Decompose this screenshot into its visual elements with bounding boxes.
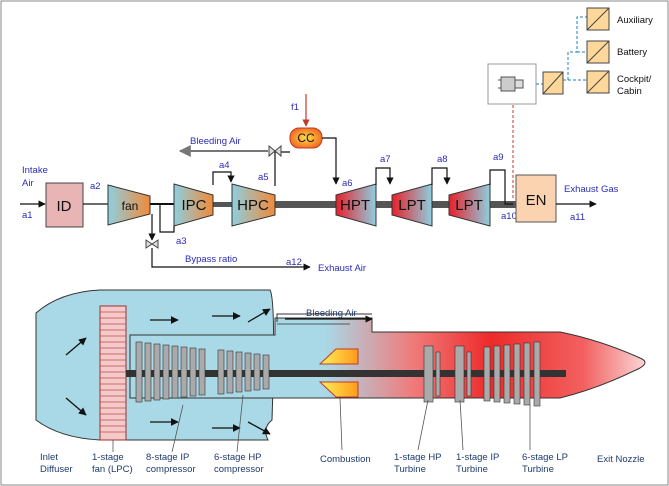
- bus-auxiliary: [563, 16, 587, 81]
- ipc-hpc-flow: [212, 171, 235, 185]
- bleed-valve-icon: [268, 144, 282, 158]
- inlet-flow-arrows: [65, 308, 271, 435]
- hpc-label-1: 6-stage HP: [214, 452, 262, 463]
- component-cc-label: CC: [297, 131, 315, 145]
- battery-label: Battery: [617, 47, 647, 58]
- station-a11: a11: [570, 212, 585, 223]
- bleed-duct: [276, 313, 372, 322]
- station-a10: a10: [501, 211, 517, 222]
- fan-shape: [107, 184, 151, 226]
- battery-converter-icon: [586, 40, 610, 64]
- bypass-ratio-label: Bypass ratio: [185, 254, 237, 265]
- lpt-en-flow: [489, 169, 513, 205]
- fan-disc-shape: [99, 305, 127, 441]
- cockpit-label-1: Cockpit/: [617, 74, 652, 85]
- component-hpc-label: HPC: [237, 197, 269, 214]
- hpc-shape: [231, 183, 276, 227]
- station-a8: a8: [437, 154, 448, 165]
- lpt1-shape: [391, 183, 433, 227]
- main-shaft: [126, 370, 566, 377]
- station-a12: a12: [286, 257, 302, 268]
- fan-label-1: 1-stage: [92, 452, 124, 463]
- lp-turbine-stages: [483, 341, 541, 407]
- bypass-valve-icon: [145, 239, 159, 249]
- auxiliary-converter-icon: [586, 7, 610, 31]
- hpt-label-2: Turbine: [394, 464, 426, 475]
- station-a2: a2: [90, 181, 101, 192]
- bottom-cutaway: Bleeding Air: [35, 289, 646, 475]
- ipt-label-2: Turbine: [456, 464, 488, 475]
- ipc-shape: [173, 183, 214, 227]
- hp-turbine-stage: [423, 345, 441, 403]
- component-lpt2-label: LPT: [455, 197, 483, 214]
- leader-lines: [112, 394, 531, 453]
- bleeding-air-label-bottom: Bleeding Air: [306, 308, 357, 319]
- inlet-label-1: Inlet: [40, 452, 58, 463]
- nozzle-label: Exit Nozzle: [597, 454, 645, 465]
- fan-label-2: fan (LPC): [92, 464, 133, 475]
- hpt-lpt-flow: [375, 167, 394, 185]
- auxiliary-label: Auxiliary: [617, 15, 653, 26]
- station-a9: a9: [493, 152, 504, 163]
- station-a1: a1: [22, 210, 33, 221]
- top-schematic: Intake Air a1 ID a2 fan IPC HPC a4 a3 By…: [20, 7, 653, 274]
- combustion-label: Combustion: [320, 454, 371, 465]
- bypass-exhaust-arrow: [151, 248, 311, 271]
- lpt2-shape: [448, 183, 491, 227]
- hpt-shape: [335, 183, 377, 227]
- cc-hpt-flow: [322, 137, 340, 185]
- ip-turbine-stage: [454, 345, 472, 403]
- hp-compressor-stages: [217, 349, 270, 395]
- combustor-flame-lower: [318, 381, 359, 398]
- component-ipc-label: IPC: [181, 197, 206, 214]
- combustor-flame-upper: [318, 348, 359, 365]
- component-fan-label: fan: [122, 199, 139, 213]
- station-f1: f1: [291, 102, 299, 113]
- station-a4: a4: [219, 160, 230, 171]
- component-id-label: ID: [57, 198, 72, 215]
- generator-icon: [498, 76, 524, 92]
- converter-icon: [542, 71, 564, 95]
- intake-label-1: Intake: [22, 165, 48, 176]
- lpt-label-2: Turbine: [522, 464, 554, 475]
- component-en-label: EN: [526, 192, 547, 209]
- hpc-label-2: compressor: [214, 464, 264, 475]
- lpt-lpt-flow: [431, 167, 451, 185]
- exhaust-gas-label: Exhaust Gas: [564, 184, 619, 195]
- lpt-label-1: 6-stage LP: [522, 452, 568, 463]
- station-a5: a5: [258, 172, 269, 183]
- inlet-diffuser-box: [45, 182, 84, 228]
- intake-label-2: Air: [22, 178, 34, 189]
- hpc-cc-flow: [274, 151, 290, 186]
- fan-ipc-flow: [150, 203, 175, 233]
- exhaust-nozzle-box: [515, 174, 557, 223]
- component-lpt1-label: LPT: [398, 197, 426, 214]
- exhaust-air-label: Exhaust Air: [318, 263, 366, 274]
- station-a3: a3: [176, 236, 187, 247]
- hpt-label-1: 1-stage HP: [394, 452, 442, 463]
- ipc-label-1: 8-stage IP: [146, 452, 189, 463]
- component-hpt-label: HPT: [340, 197, 370, 214]
- cockpit-label-2: Cabin: [617, 86, 642, 97]
- inlet-label-2: Diffuser: [40, 464, 73, 475]
- ipc-label-2: compressor: [146, 464, 196, 475]
- bleeding-air-label-top: Bleeding Air: [190, 136, 241, 147]
- ip-compressor-stages: [135, 341, 206, 403]
- station-a6: a6: [342, 178, 353, 189]
- cockpit-converter-icon: [586, 70, 610, 94]
- fan-hatching: [100, 311, 126, 433]
- ipt-label-1: 1-stage IP: [456, 452, 499, 463]
- station-a7: a7: [380, 154, 391, 165]
